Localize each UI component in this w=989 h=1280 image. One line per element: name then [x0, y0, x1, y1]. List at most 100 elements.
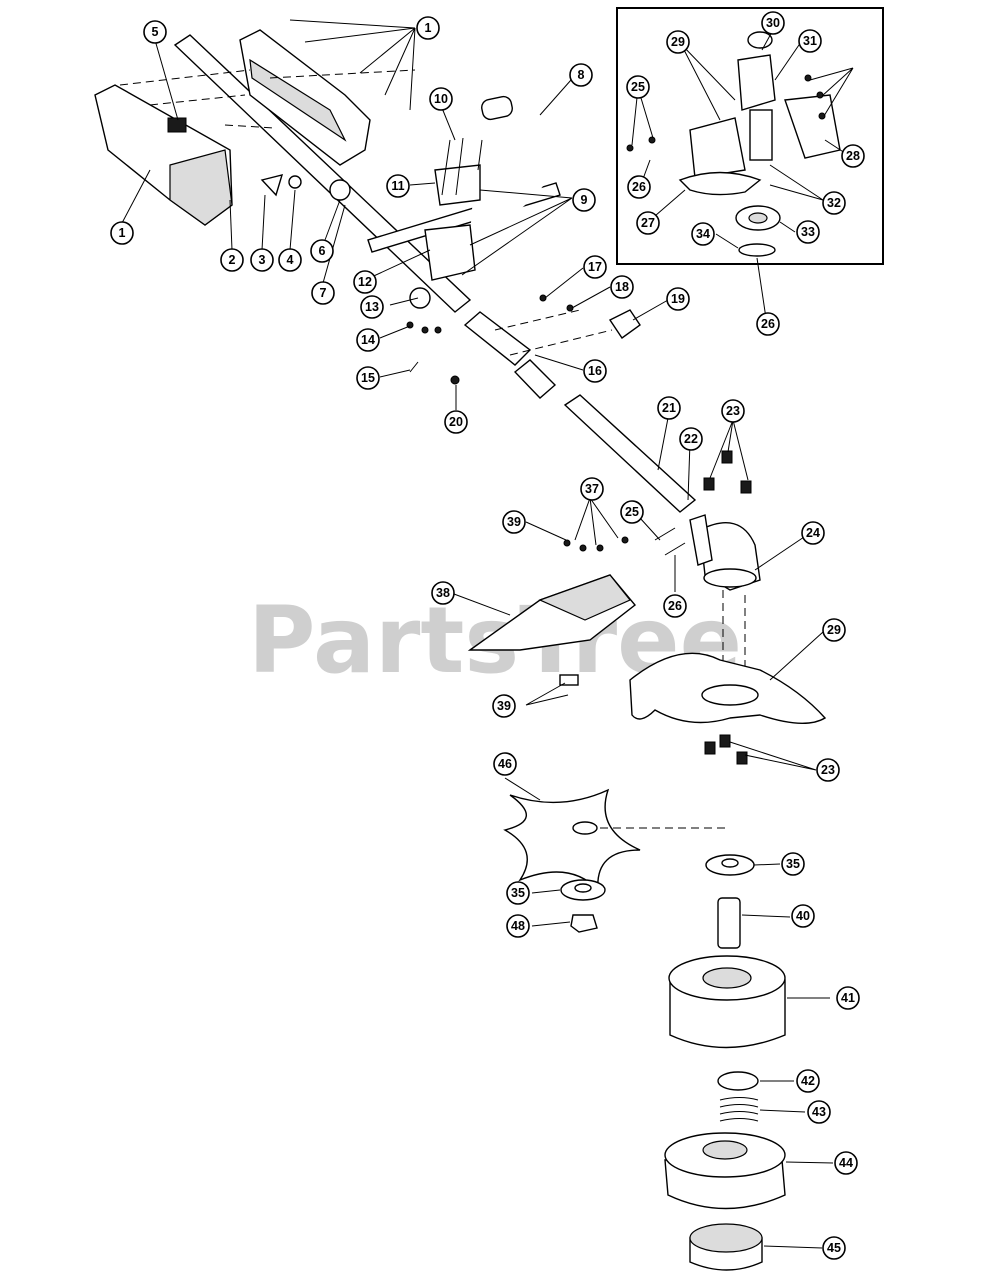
callout-16: 16: [583, 359, 607, 383]
svg-text:39: 39: [497, 699, 511, 713]
svg-text:26: 26: [668, 599, 682, 613]
callout-39a: 39: [502, 510, 526, 534]
callout-45: 45: [822, 1236, 846, 1260]
callout-6: 6: [310, 239, 334, 263]
callout-13: 13: [360, 295, 384, 319]
callout-32: 32: [822, 191, 846, 215]
svg-text:48: 48: [511, 919, 525, 933]
svg-text:15: 15: [361, 371, 375, 385]
callout-21: 21: [657, 396, 681, 420]
callout-20: 20: [444, 410, 468, 434]
gear-head-assembly: [654, 450, 761, 700]
callout-3: 3: [250, 248, 274, 272]
svg-text:28: 28: [846, 149, 860, 163]
callout-35a: 35: [781, 852, 805, 876]
callout-26c: 26: [756, 312, 780, 336]
callout-34: 34: [691, 222, 715, 246]
svg-text:8: 8: [578, 68, 585, 82]
callout-24: 24: [801, 521, 825, 545]
callout-10: 10: [429, 87, 453, 111]
svg-text:3: 3: [259, 253, 266, 267]
svg-text:9: 9: [581, 193, 588, 207]
callout-41: 41: [836, 986, 860, 1010]
callout-9: 9: [572, 188, 596, 212]
svg-text:37: 37: [585, 482, 599, 496]
trimmer-shield: [629, 652, 827, 765]
callout-30: 30: [761, 11, 785, 35]
callout-28: 28: [841, 144, 865, 168]
svg-text:35: 35: [511, 886, 525, 900]
svg-text:13: 13: [365, 300, 379, 314]
svg-text:44: 44: [839, 1156, 853, 1170]
cutting-blade: [503, 788, 725, 892]
svg-text:33: 33: [801, 225, 815, 239]
callout-2: 2: [220, 248, 244, 272]
svg-text:24: 24: [806, 526, 820, 540]
callout-23a: 23: [721, 399, 745, 423]
svg-text:26: 26: [761, 317, 775, 331]
svg-text:23: 23: [726, 404, 740, 418]
callout-1a: 1: [416, 16, 440, 40]
callout-12: 12: [353, 270, 377, 294]
svg-text:27: 27: [641, 216, 655, 230]
svg-text:45: 45: [827, 1241, 841, 1255]
callout-11: 11: [386, 174, 410, 198]
callout-40: 40: [791, 904, 815, 928]
svg-text:34: 34: [696, 227, 710, 241]
callout-14: 14: [356, 328, 380, 352]
svg-text:2: 2: [229, 253, 236, 267]
svg-text:29: 29: [827, 623, 841, 637]
svg-text:21: 21: [662, 401, 676, 415]
svg-text:19: 19: [671, 292, 685, 306]
svg-text:43: 43: [812, 1105, 826, 1119]
callout-39b: 39: [492, 694, 516, 718]
svg-text:11: 11: [391, 179, 404, 193]
callout-8: 8: [569, 63, 593, 87]
svg-text:46: 46: [498, 757, 512, 771]
svg-text:18: 18: [615, 280, 629, 294]
callout-35b: 35: [506, 881, 530, 905]
callout-15: 15: [356, 366, 380, 390]
svg-text:16: 16: [588, 364, 602, 378]
callout-4: 4: [278, 248, 302, 272]
inset-gearbox: [626, 31, 841, 257]
callout-26a: 26: [663, 594, 687, 618]
callout-26b: 26: [627, 175, 651, 199]
callout-37: 37: [580, 477, 604, 501]
callout-46: 46: [493, 752, 517, 776]
svg-text:20: 20: [449, 415, 463, 429]
svg-text:4: 4: [287, 253, 294, 267]
svg-text:10: 10: [434, 92, 448, 106]
svg-text:17: 17: [588, 260, 602, 274]
svg-text:26: 26: [632, 180, 646, 194]
callout-1b: 1: [110, 221, 134, 245]
inset-frame: [616, 7, 884, 265]
callout-33: 33: [796, 220, 820, 244]
svg-text:22: 22: [684, 432, 698, 446]
svg-text:1: 1: [119, 226, 126, 240]
callout-27: 27: [636, 211, 660, 235]
callout-22: 22: [679, 427, 703, 451]
svg-text:31: 31: [803, 34, 817, 48]
svg-text:7: 7: [320, 286, 327, 300]
leader-lines: [121, 19, 854, 1249]
callout-18: 18: [610, 275, 634, 299]
callout-23b: 23: [816, 758, 840, 782]
callout-5: 5: [143, 20, 167, 44]
callout-31: 31: [798, 29, 822, 53]
svg-text:42: 42: [801, 1074, 815, 1088]
svg-text:5: 5: [152, 25, 159, 39]
svg-text:29: 29: [671, 35, 685, 49]
callout-42: 42: [796, 1069, 820, 1093]
callout-19: 19: [666, 287, 690, 311]
callout-29b: 29: [822, 618, 846, 642]
handle-assembly: [94, 29, 697, 513]
callout-38: 38: [431, 581, 455, 605]
svg-text:14: 14: [361, 333, 375, 347]
svg-text:40: 40: [796, 909, 810, 923]
svg-text:41: 41: [841, 991, 855, 1005]
callout-43: 43: [807, 1100, 831, 1124]
svg-text:39: 39: [507, 515, 521, 529]
callout-17: 17: [583, 255, 607, 279]
